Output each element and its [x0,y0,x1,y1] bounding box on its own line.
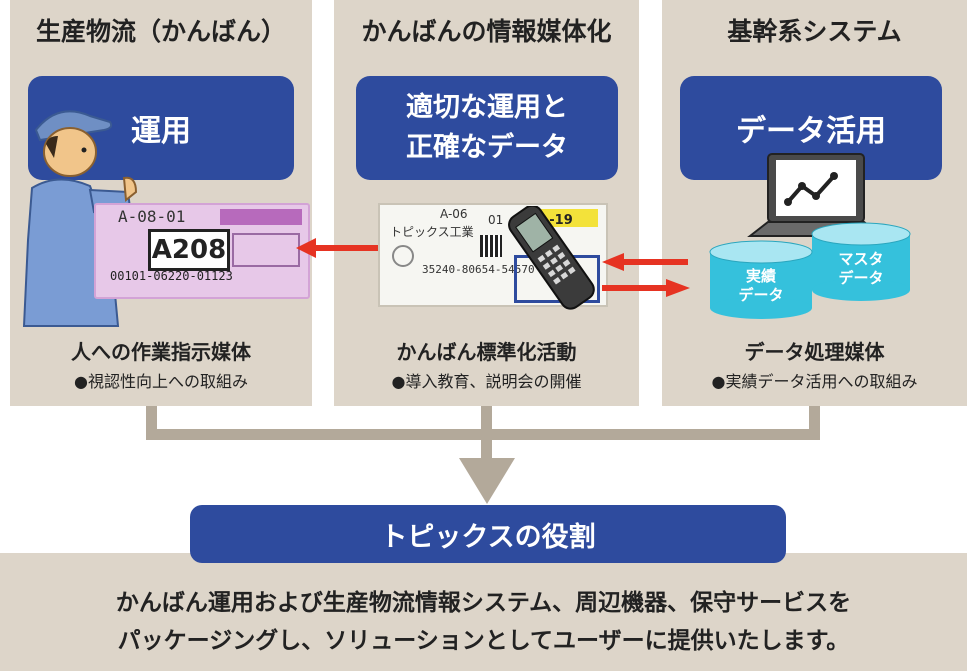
accurate-data-line2: 正確なデータ [406,132,568,163]
kanban-card: A-08-01 A208 00101-06220-01123 [94,203,310,299]
connector-down-shaft [481,438,492,460]
info-card-number: 35240-80654-54570 [422,263,535,276]
info-card-qr [480,235,502,257]
kanban-card-number: 00101-06220-01123 [110,269,233,283]
connector-middle [481,406,492,436]
column-subcaption: ●実績データ活用への取組み [711,372,918,391]
accurate-data-box: 適切な運用と 正確なデータ [356,76,618,180]
master-data-line2: データ [838,269,884,287]
kanban-card-code: A208 [151,235,227,265]
operation-label: 運用 [131,114,191,149]
actual-data-db-icon [709,240,813,319]
kanban-card-stripe [220,209,302,225]
column-kanban-media: かんばんの情報媒体化 適切な運用と 正確なデータ A-06 トピックス工業 01… [334,0,639,406]
master-data-line1: マスタ [838,250,884,268]
data-usage-label: データ活用 [736,114,886,149]
kanban-card-box [232,233,300,267]
accurate-data-line1: 適切な運用と [406,92,568,123]
handheld-scanner-icon [508,206,595,310]
column-subcaption: ●導入教育、説明会の開催 [391,372,582,391]
column-subcaption: ●視認性向上への取組み [74,372,248,391]
bottom-panel: かんばん運用および生産物流情報システム、周辺機器、保守サービスを パッケージング… [0,553,967,671]
actual-data-label: 実績 データ [708,267,814,305]
column-title: 基幹系システム [727,17,902,46]
connector-down-arrowhead [459,458,515,504]
arrow-from-system [602,253,688,271]
column-caption: 人への作業指示媒体 [71,340,251,364]
master-data-label: マスタ データ [810,250,912,288]
arrow-to-kanban [296,238,378,258]
column-title: 生産物流（かんばん） [35,17,286,46]
column-caption: かんばん標準化活動 [396,340,577,364]
connector-horizontal [146,429,820,440]
column-core-system: 基幹系システム データ活用 マスタ データ 実績 データ データ処理媒体 ●実績… [662,0,967,406]
info-card-field2-text: -19 [549,213,573,228]
column-production-logistics: 生産物流（かんばん） 運用 A-08-01 A208 00101-06220-0… [10,0,312,406]
info-card-field: 01 [488,213,504,227]
column-title: かんばんの情報媒体化 [361,17,612,46]
role-title: トピックスの役割 [380,521,596,553]
bottom-text-line1: かんばん運用および生産物流情報システム、周辺機器、保守サービスを [115,590,852,616]
bottom-text-line2: パッケージングし、ソリューションとしてユーザーに提供いたします。 [117,628,850,654]
kanban-card-top-text: A-08-01 [118,207,186,226]
actual-data-line1: 実績 [745,267,776,285]
connector-left [146,406,157,436]
info-card-circle [392,245,414,267]
info-card-part: A-06 [440,207,468,221]
info-card-company: トピックス工業 [390,225,474,239]
master-data-db-icon [811,222,911,301]
arrow-to-system [602,279,690,297]
column-caption: データ処理媒体 [744,340,885,364]
connector-right [809,406,820,436]
kanban-card-code-box: A208 [148,229,230,271]
actual-data-line2: データ [738,286,784,304]
role-title-box: トピックスの役割 [190,505,786,563]
